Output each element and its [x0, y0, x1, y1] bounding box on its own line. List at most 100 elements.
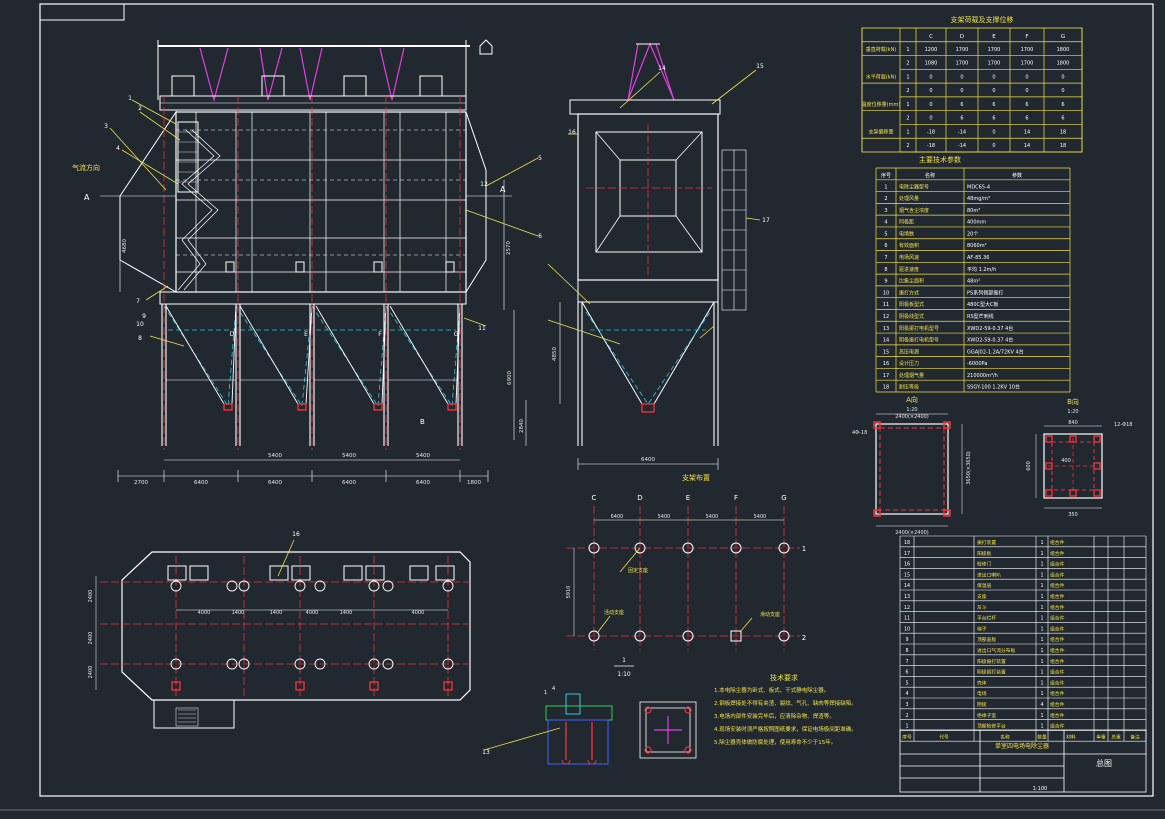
- support-table-cell: 0: [960, 74, 963, 80]
- dimension-bottom: 6400: [342, 480, 356, 486]
- column-axis-label: D: [637, 494, 642, 502]
- support-table-cell: 1800: [1057, 61, 1070, 67]
- bom-cell: 顶部盖板: [977, 636, 996, 643]
- bom-cell: 18: [904, 540, 910, 546]
- layout-dim-top: 5400: [706, 514, 719, 520]
- side-callout: 17: [762, 217, 770, 224]
- bom-cell: 组合件: [1050, 669, 1065, 676]
- bom-header: 名称: [1000, 733, 1010, 740]
- bom-cell: 组合件: [1050, 647, 1065, 654]
- bom-cell: 组合件: [1050, 550, 1065, 557]
- section-mark-a-right: A: [500, 185, 506, 194]
- support-table-cell: 0: [929, 88, 932, 94]
- bom-cell: 组合件: [1050, 690, 1065, 697]
- title-block: [899, 729, 1147, 793]
- tech-table-cell: 4: [884, 220, 887, 226]
- bom-cell: 组合件: [1050, 561, 1065, 568]
- callout-number: 3: [104, 123, 108, 130]
- tech-table-cell: 8: [884, 267, 887, 273]
- tech-table-cell: PS系列侧部振打: [967, 289, 1003, 296]
- dimension-right: 2840: [519, 419, 525, 433]
- support-table-cell: 垂直荷载(kN): [866, 46, 897, 53]
- bom-cell: 组合件: [1050, 539, 1065, 546]
- tech-table-cell: 400mm: [967, 220, 986, 226]
- bom-cell: 平台栏杆: [977, 615, 996, 622]
- section-b-dim-inner: 400: [1061, 458, 1071, 464]
- bom-cell: 组合件: [1050, 625, 1065, 632]
- bom-cell: 1: [1040, 670, 1043, 676]
- section-a-dim-right: 3650(×3650): [966, 451, 972, 485]
- bom-cell: 5: [905, 680, 908, 686]
- tech-table-title: 主要技术参数: [919, 155, 961, 164]
- tech-table-cell: 48m²: [967, 279, 980, 285]
- section-a-view: [873, 413, 963, 527]
- support-table-cell: 1700: [988, 61, 1001, 67]
- bom-cell: 组合件: [1050, 604, 1065, 611]
- bom-cell: 组合件: [1050, 593, 1065, 600]
- bom-cell: 10: [904, 626, 910, 632]
- tech-table-cell: 17: [883, 373, 889, 379]
- bom-cell: 梯子: [977, 625, 987, 632]
- bom-cell: 1: [1040, 540, 1043, 546]
- support-table-header: F: [1025, 34, 1028, 40]
- section-b-label: B向: [1067, 397, 1079, 406]
- bom-cell: 组合件: [1050, 582, 1065, 589]
- section-b-note: 12-Φ18: [1114, 422, 1132, 428]
- notes-title: 技术要求: [770, 673, 798, 682]
- drawing-name: 总图: [1096, 758, 1112, 768]
- dimension-bottom: 6400: [194, 480, 208, 486]
- detail-scale: 1:10: [617, 671, 631, 678]
- support-table-cell: 6: [1025, 102, 1028, 108]
- support-table-cell: 0: [992, 74, 995, 80]
- support-table-cell: 6: [1025, 116, 1028, 122]
- tech-table-cell: XWD2-59-0.37 4台: [967, 325, 1013, 332]
- support-table-cell: 0: [992, 129, 995, 135]
- plan-view: [95, 539, 471, 729]
- dimension-bottom: 6400: [268, 480, 282, 486]
- support-table-cell: 2: [906, 61, 909, 67]
- support-table-cell: 6: [992, 116, 995, 122]
- tech-table-cell: 电场数: [899, 230, 914, 237]
- column-axis-label: E: [686, 494, 690, 502]
- tech-table-cell: 电除尘器型号: [899, 183, 929, 190]
- callout-number: 7: [136, 298, 140, 305]
- airflow-direction-label: 气流方向: [72, 163, 100, 172]
- bom-cell: 进出口喇叭: [977, 571, 1001, 578]
- support-table-cell: 18: [1060, 129, 1066, 135]
- bom-cell: 1: [1040, 562, 1043, 568]
- corner-box: [39, 3, 125, 21]
- layout-dim-top: 6400: [611, 514, 624, 520]
- bom-cell: 1: [1040, 583, 1043, 589]
- bom-cell: 组合件: [1050, 636, 1065, 643]
- drawing-title: 单室四电场电除尘器: [995, 742, 1049, 750]
- tech-table-cell: 3: [884, 208, 887, 214]
- bom-cell: 8: [905, 648, 908, 654]
- plan-dim-row: 1400: [340, 610, 353, 616]
- bom-cell: 电场: [977, 690, 987, 697]
- callout-number: 5: [538, 155, 542, 162]
- support-table-header: D: [960, 34, 964, 40]
- bom-cell: 4: [1040, 702, 1043, 708]
- section-mark-b: B: [420, 418, 425, 426]
- bom-cell: 3: [905, 702, 908, 708]
- notes-item: 3.电场内部件安装完毕后，应清除杂物、焊渣等。: [714, 712, 835, 720]
- support-table-cell: 1: [906, 102, 909, 108]
- section-a-note: 4Φ-18: [852, 430, 867, 436]
- callout-number: 8: [138, 335, 142, 342]
- tech-table-cell: 设计压力: [899, 360, 919, 367]
- tech-table-cell: RS型芒刺线: [967, 313, 994, 320]
- support-table-cell: 0: [1025, 74, 1028, 80]
- plan-dim-row: 4000: [412, 610, 425, 616]
- side-callout: 16: [568, 129, 576, 136]
- notes-item: 2.钢板焊接处不得有夹渣、裂纹、气孔、缺肉等焊接缺陷。: [714, 699, 857, 707]
- tech-table-cell: 6: [884, 243, 887, 249]
- section-b-scale: 1:20: [1067, 409, 1078, 415]
- support-table-cell: 18: [1060, 143, 1066, 149]
- bom-cell: 1: [1040, 572, 1043, 578]
- dimension-right: 6900: [507, 371, 513, 385]
- tech-table-cell: 11: [883, 302, 889, 308]
- dimension-right: 2570: [506, 241, 512, 255]
- bom-cell: 7: [905, 659, 908, 665]
- support-table-cell: 温度位移量(mm): [862, 101, 901, 108]
